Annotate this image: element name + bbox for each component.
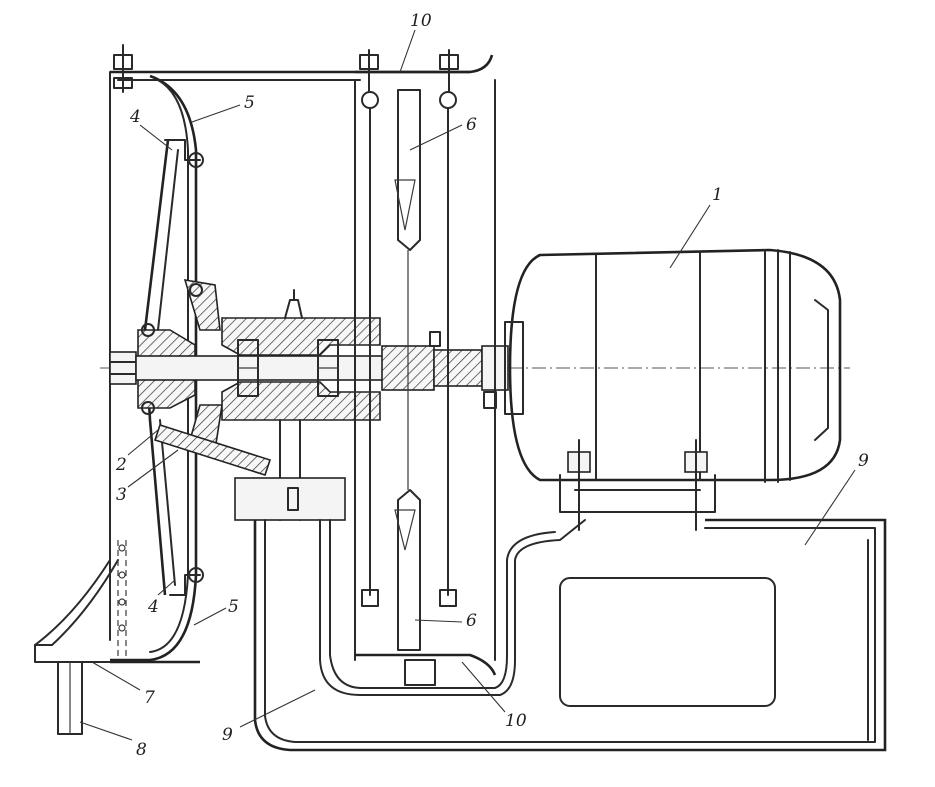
shaft-coupling	[381, 331, 509, 409]
label-outlet-pipe: 8	[136, 740, 147, 760]
label-top-plate: 10	[410, 11, 432, 31]
label-filter-bottom: 6	[466, 611, 477, 631]
label-blade: 3	[116, 485, 127, 505]
label-impeller-disc: 2	[115, 455, 127, 475]
label-casing-bottom: 5	[228, 597, 239, 617]
label-frame-left: 9	[222, 725, 233, 745]
label-bottom-plate: 10	[505, 711, 527, 731]
label-motor: 1	[712, 185, 723, 205]
label-outlet-flange: 7	[144, 688, 155, 708]
label-casing-top: 5	[244, 93, 255, 113]
label-filter-top: 6	[466, 115, 477, 135]
base-frame	[234, 477, 887, 752]
label-bolt-top: 4	[129, 107, 141, 127]
filter-frame	[354, 49, 497, 686]
callout-leaders	[79, 29, 856, 741]
label-bolt-bottom: 4	[147, 597, 159, 617]
electric-motor	[504, 248, 842, 531]
label-frame-right: 9	[858, 451, 869, 471]
